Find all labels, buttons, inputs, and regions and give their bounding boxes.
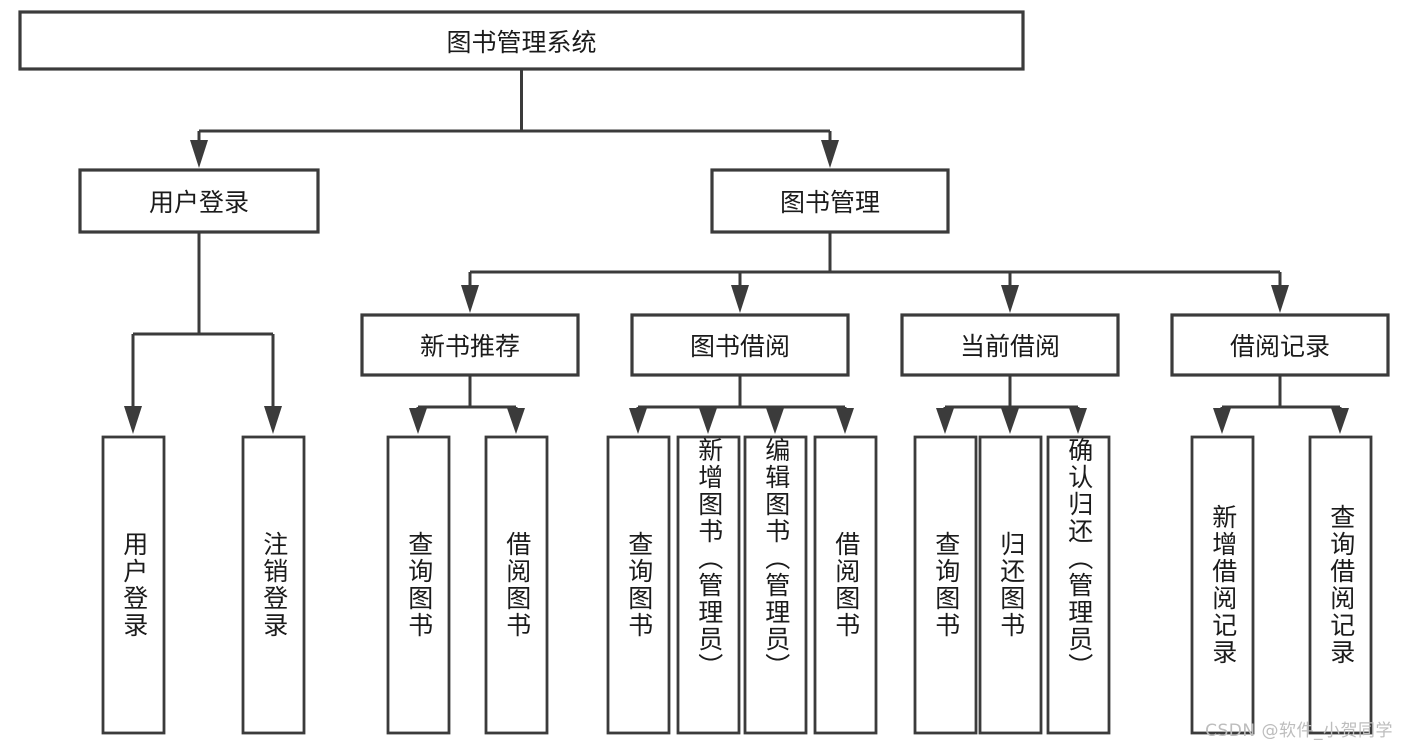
arrow-head-leaf-borrow-book-rec [507,408,525,434]
arrow-head-leaf-add-record [1213,408,1231,434]
node-box-leaf-user-login[interactable] [101,435,166,735]
node-box-leaf-confirm-return[interactable] [1046,435,1111,735]
node-box-leaf-add-book[interactable] [676,435,741,735]
arrow-head-leaf-query-book-borrow [629,408,647,434]
node-box-leaf-logout-login[interactable] [241,435,306,735]
arrow-head-current-borrow [1001,285,1019,313]
node-box-leaf-add-record[interactable] [1190,435,1255,735]
arrow-head-borrow-record [1271,285,1289,313]
edge-group-user-login [124,232,282,434]
edge-group-new-book-recommend [409,375,525,434]
node-box-leaf-edit-book[interactable] [743,435,808,735]
arrow-head-leaf-logout-login [264,406,282,434]
arrow-head-leaf-query-book-rec [409,408,427,434]
edge-group-borrow-record [1213,375,1349,434]
node-box-leaf-borrow-book-rec[interactable] [484,435,549,735]
edge-group-current-borrow [936,375,1087,434]
node-box-title[interactable] [18,10,1025,71]
arrow-head-leaf-borrow-book [836,408,854,434]
arrow-head-leaf-query-record [1331,408,1349,434]
node-box-book-borrow[interactable] [630,313,850,377]
arrow-head-new-book-recommend [461,285,479,313]
arrow-head-leaf-user-login [124,406,142,434]
node-box-new-book-recommend[interactable] [360,313,580,377]
arrow-head-book-borrow [731,285,749,313]
arrow-head-leaf-confirm-return [1069,408,1087,434]
node-box-book-manage[interactable] [710,168,950,234]
arrow-head-leaf-query-book-current [936,408,954,434]
node-box-leaf-query-book-current[interactable] [913,435,978,735]
node-box-user-login[interactable] [78,168,320,234]
arrow-head-user-login [190,140,208,168]
node-box-leaf-query-book-rec[interactable] [386,435,451,735]
node-box-leaf-borrow-book[interactable] [813,435,878,735]
edge-group-book-manage [461,232,1289,313]
edge-group-book-borrow [629,375,854,434]
arrow-head-leaf-return-book [1001,408,1019,434]
arrow-head-book-manage [821,140,839,168]
node-box-current-borrow[interactable] [900,313,1120,377]
watermark-text: CSDN @软件_小贺同学 [1205,721,1393,741]
arrow-head-leaf-add-book [699,408,717,434]
arrow-head-leaf-edit-book [766,408,784,434]
node-box-leaf-query-book-borrow[interactable] [606,435,671,735]
edge-group-root [190,69,839,168]
node-box-leaf-query-record[interactable] [1308,435,1373,735]
node-box-leaf-return-book[interactable] [978,435,1043,735]
node-box-borrow-record[interactable] [1170,313,1390,377]
